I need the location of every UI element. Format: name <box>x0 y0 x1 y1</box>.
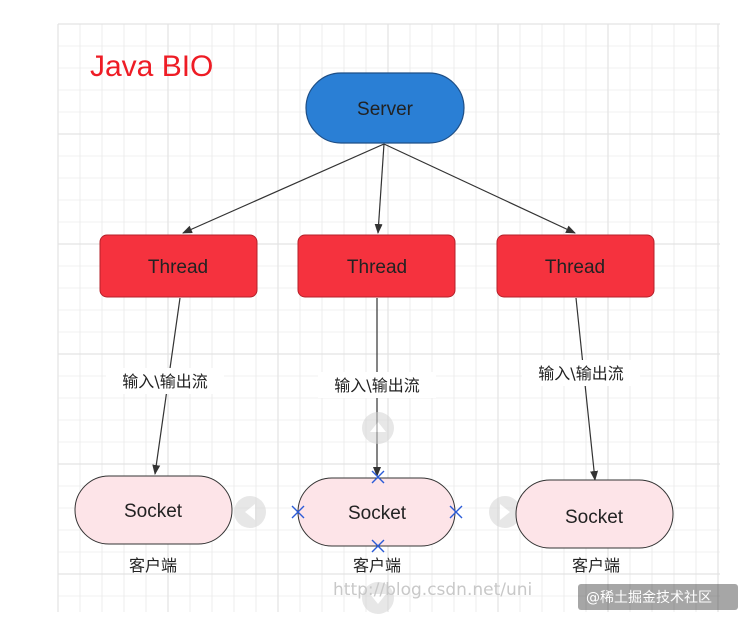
socket-shape <box>74 475 233 545</box>
selection-markers <box>291 470 463 553</box>
selection-marker-top-icon[interactable] <box>371 470 385 484</box>
arrow-left-icon <box>245 504 255 520</box>
thread-node-1[interactable]: Thread <box>99 234 258 298</box>
thread-label: Thread <box>148 257 208 278</box>
socket-node-3[interactable]: Socket <box>515 479 674 549</box>
stream-label-bg <box>106 368 224 394</box>
thread-label: Thread <box>347 257 407 278</box>
thread-shape <box>99 234 258 298</box>
connector-server-thread-1 <box>182 143 385 234</box>
thread-node-2[interactable]: Thread <box>297 234 456 298</box>
socket-node-2[interactable]: Socket <box>297 477 456 547</box>
arrow-up-icon <box>370 422 386 432</box>
socket-shape <box>515 479 674 549</box>
socket-node-1[interactable]: Socket <box>74 475 233 545</box>
stream-label-1: 输入\输出流 <box>106 368 224 394</box>
thread-label: Thread <box>545 257 605 278</box>
socket-label: Socket <box>348 503 407 524</box>
stream-label-2: 输入\输出流 <box>318 372 436 398</box>
connection-handles <box>234 412 521 614</box>
footer-badge-bg <box>578 584 738 610</box>
diagram-title: Java BIO <box>90 50 213 83</box>
arrow-down-icon <box>370 594 386 604</box>
selection-marker-bottom-icon[interactable] <box>371 539 385 553</box>
selection-marker-left-icon[interactable] <box>291 505 305 519</box>
thread-node-3[interactable]: Thread <box>496 234 655 298</box>
connector-thread-socket-3 <box>575 297 599 481</box>
server-label: Server <box>357 99 414 120</box>
socket-caption: 客户端 <box>129 556 177 575</box>
stream-label-text: 输入\输出流 <box>122 372 207 391</box>
connector-server-thread-3 <box>383 143 576 234</box>
selection-marker-right-icon[interactable] <box>449 505 463 519</box>
thread-shape <box>297 234 456 298</box>
socket-caption: 客户端 <box>353 556 401 575</box>
socket-label: Socket <box>565 507 624 528</box>
arrow-right-icon <box>500 504 510 520</box>
stream-label-bg <box>318 372 436 398</box>
thread-shape <box>496 234 655 298</box>
footer-text: @稀土掘金技术社区 <box>586 590 712 606</box>
socket-caption: 客户端 <box>572 556 620 575</box>
socket-label: Socket <box>124 501 183 522</box>
watermark-text: http://blog.csdn.net/uni <box>333 580 532 600</box>
server-node[interactable]: Server <box>305 72 465 144</box>
stream-label-bg <box>522 360 640 386</box>
stream-label-text: 输入\输出流 <box>334 376 419 395</box>
connector-server-thread-2 <box>374 143 385 234</box>
server-thread-connectors <box>182 143 576 234</box>
stream-label-text: 输入\输出流 <box>538 364 623 383</box>
server-shape <box>305 72 465 144</box>
stream-label-3: 输入\输出流 <box>522 360 640 386</box>
footer-badge: @稀土掘金技术社区 <box>578 584 738 610</box>
